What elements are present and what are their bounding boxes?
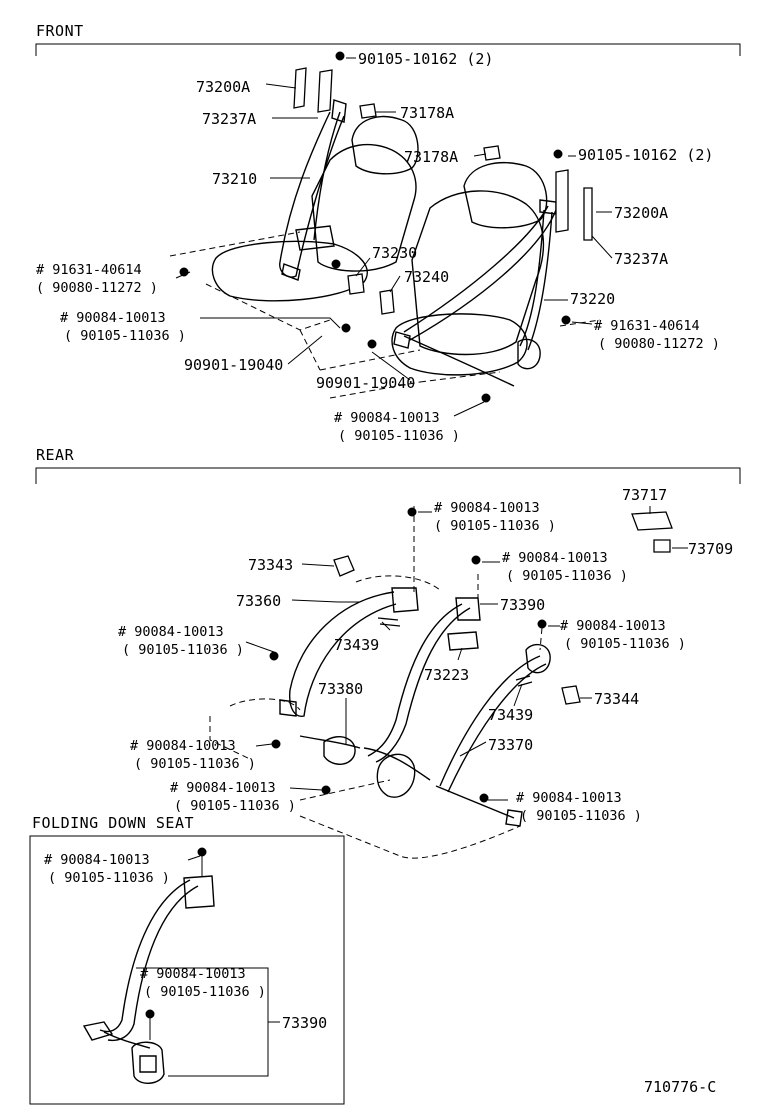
label-90084-10013-mid: # 90084-10013: [60, 310, 166, 326]
label-73439-right: 73439: [488, 706, 533, 724]
label-73237a-left: 73237A: [202, 110, 256, 128]
label-73223: 73223: [424, 666, 469, 684]
rear-section-bracket: [35, 467, 741, 484]
label-90105-10162-top-right: 90105-10162 (2): [578, 146, 713, 164]
label-90901-19040-a: 90901-19040: [184, 356, 283, 374]
label-rear-90084-10013-left: # 90084-10013: [118, 624, 224, 640]
label-73237a-right: 73237A: [614, 250, 668, 268]
rear-section-title: REAR: [36, 446, 75, 464]
label-rear-90105-11036-bottom-right: ( 90105-11036 ): [520, 808, 642, 824]
label-90084-10013-bottom: # 90084-10013: [334, 410, 440, 426]
label-rear-90105-11036-mid: ( 90105-11036 ): [506, 568, 628, 584]
front-part-labels: 90105-10162 (2) 73200A 73237A 73178A 731…: [36, 50, 720, 444]
label-90901-19040-b: 90901-19040: [316, 374, 415, 392]
label-90080-11272-left: ( 90080-11272 ): [36, 280, 158, 296]
front-left-belt-assembly: [279, 99, 347, 281]
rear-belt-assembly: [279, 587, 551, 827]
front-floor-outline: [169, 231, 601, 399]
rear-leader-lines: [245, 506, 688, 801]
label-rear-90084-10013-mid: # 90084-10013: [502, 550, 608, 566]
label-folding-90105-11036-top: ( 90105-11036 ): [48, 870, 170, 886]
label-73178a-b: 73178A: [404, 148, 458, 166]
label-73709: 73709: [688, 540, 733, 558]
label-73240: 73240: [404, 268, 449, 286]
label-90105-11036-mid: ( 90105-11036 ): [64, 328, 186, 344]
label-rear-90084-10013-top: # 90084-10013: [434, 500, 540, 516]
label-rear-90105-11036-right: ( 90105-11036 ): [564, 636, 686, 652]
label-folding-90084-10013-inner: # 90084-10013: [140, 966, 246, 982]
label-73220: 73220: [570, 290, 615, 308]
label-90080-11272-right: ( 90080-11272 ): [598, 336, 720, 352]
label-73390-folding: 73390: [282, 1014, 327, 1032]
folding-part-labels: # 90084-10013 ( 90105-11036 ) # 90084-10…: [44, 852, 327, 1032]
label-rear-90084-10013-lower-left: # 90084-10013: [130, 738, 236, 754]
folding-section-frame: [29, 835, 345, 1105]
label-90105-10162-top-left: 90105-10162 (2): [358, 50, 493, 68]
label-folding-90084-10013-top: # 90084-10013: [44, 852, 150, 868]
label-73230: 73230: [372, 244, 417, 262]
label-rear-90084-10013-right: # 90084-10013: [560, 618, 666, 634]
label-rear-90105-11036-lower-left: ( 90105-11036 ): [134, 756, 256, 772]
label-rear-90084-10013-bottom-right: # 90084-10013: [516, 790, 622, 806]
label-73439-left: 73439: [334, 636, 379, 654]
label-73200a-left: 73200A: [196, 78, 250, 96]
label-73717: 73717: [622, 486, 667, 504]
label-rear-90105-11036-bottom-center: ( 90105-11036 ): [174, 798, 296, 814]
front-hardware: [179, 51, 593, 403]
front-leader-lines: [175, 57, 613, 417]
label-73380: 73380: [318, 680, 363, 698]
diagram-code: 710776-C: [644, 1078, 716, 1096]
label-73390-rear: 73390: [500, 596, 545, 614]
label-rear-90105-11036-top: ( 90105-11036 ): [434, 518, 556, 534]
rear-seat-outline: [209, 506, 543, 859]
label-folding-90105-11036-inner: ( 90105-11036 ): [144, 984, 266, 1000]
label-rear-90105-11036-left: ( 90105-11036 ): [122, 642, 244, 658]
front-section-title: FRONT: [36, 22, 84, 40]
rear-part-labels: # 90084-10013 ( 90105-11036 ) 73717 7370…: [118, 486, 733, 824]
label-rear-90084-10013-bottom-center: # 90084-10013: [170, 780, 276, 796]
folding-section-title: FOLDING DOWN SEAT: [32, 814, 194, 832]
label-73210: 73210: [212, 170, 257, 188]
label-91631-40614-right: # 91631-40614: [594, 318, 700, 334]
label-73200a-right: 73200A: [614, 204, 668, 222]
label-73343: 73343: [248, 556, 293, 574]
front-section-bracket: [35, 43, 741, 56]
label-73370: 73370: [488, 736, 533, 754]
label-73344: 73344: [594, 690, 639, 708]
label-91631-40614-left: # 91631-40614: [36, 262, 142, 278]
label-73360: 73360: [236, 592, 281, 610]
label-90105-11036-bottom: ( 90105-11036 ): [338, 428, 460, 444]
front-right-belt-assembly: [393, 199, 557, 387]
rear-hardware: [269, 507, 673, 803]
folding-belt-assembly: [82, 847, 215, 1084]
label-73178a-a: 73178A: [400, 104, 454, 122]
